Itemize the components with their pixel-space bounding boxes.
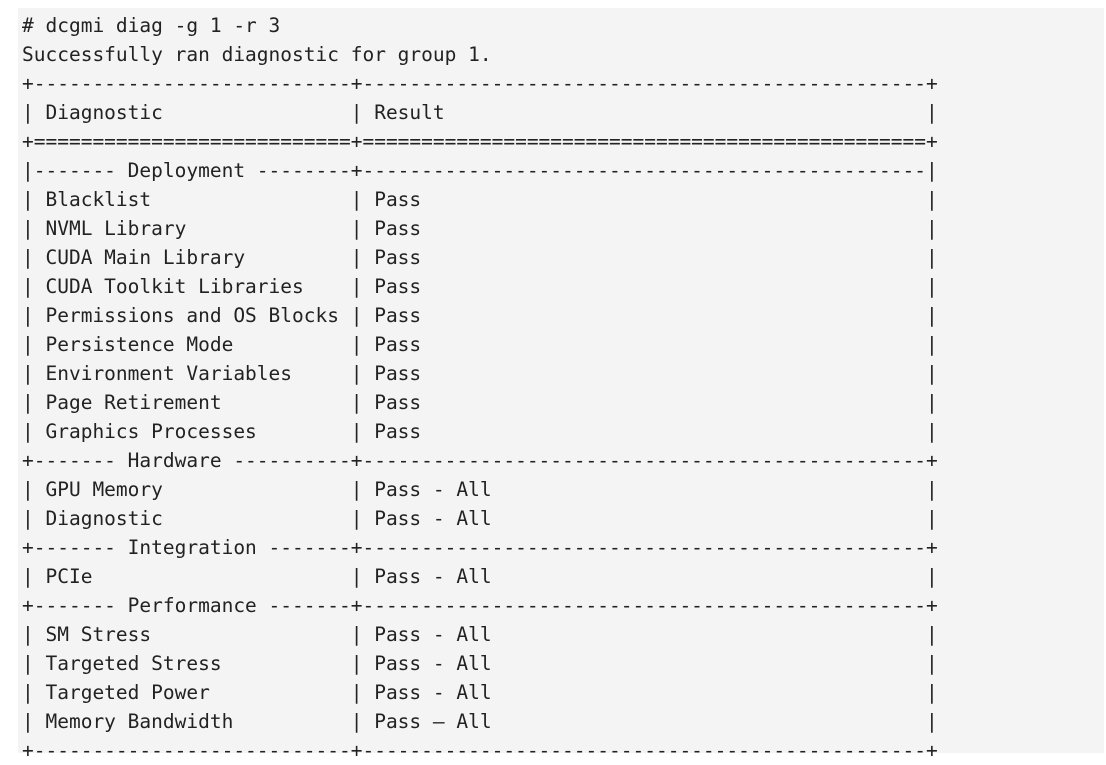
table-row: | Page Retirement | Pass |	[22, 391, 938, 414]
table-row: | Targeted Stress | Pass - All |	[22, 652, 938, 675]
table-row: | PCIe | Pass - All |	[22, 565, 938, 588]
table-row: | Blacklist | Pass |	[22, 188, 938, 211]
table-top-border: +---------------------------+-----------…	[22, 72, 938, 95]
table-row: | Targeted Power | Pass - All |	[22, 681, 938, 704]
section-hardware: +------- Hardware ----------+-----------…	[22, 449, 938, 472]
command-line: # dcgmi diag -g 1 -r 3	[22, 14, 281, 37]
table-row: | Persistence Mode | Pass |	[22, 333, 938, 356]
table-row: | NVML Library | Pass |	[22, 217, 938, 240]
terminal-output: # dcgmi diag -g 1 -r 3 Successfully ran …	[18, 8, 1104, 762]
section-performance: +------- Performance -------+-----------…	[22, 594, 938, 617]
section-integration: +------- Integration -------+-----------…	[22, 536, 938, 559]
table-row: | CUDA Toolkit Libraries | Pass |	[22, 275, 938, 298]
table-row: | Graphics Processes | Pass |	[22, 420, 938, 443]
table-row: | Diagnostic | Pass - All |	[22, 507, 938, 530]
table-row: | GPU Memory | Pass - All |	[22, 478, 938, 501]
table-row: | CUDA Main Library | Pass |	[22, 246, 938, 269]
table-header-separator: +===========================+===========…	[22, 130, 938, 153]
table-row: | SM Stress | Pass - All |	[22, 623, 938, 646]
table-row: | Memory Bandwidth | Pass – All |	[22, 710, 938, 733]
section-deployment: |------- Deployment --------+-----------…	[22, 159, 938, 182]
table-row: | Permissions and OS Blocks | Pass |	[22, 304, 938, 327]
table-header-row: | Diagnostic | Result |	[22, 101, 938, 124]
status-message: Successfully ran diagnostic for group 1.	[22, 43, 492, 66]
table-bottom-border: +---------------------------+-----------…	[22, 739, 938, 762]
table-row: | Environment Variables | Pass |	[22, 362, 938, 385]
